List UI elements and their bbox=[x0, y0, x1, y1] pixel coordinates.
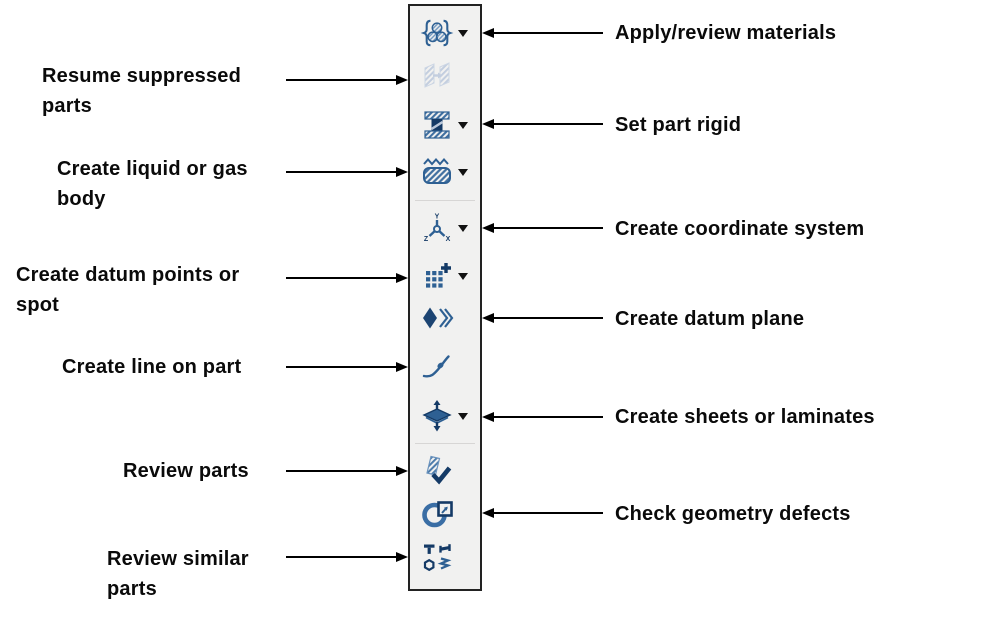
dropdown-arrow-icon[interactable] bbox=[458, 121, 468, 129]
check-geometry-defects-icon bbox=[420, 497, 454, 529]
annotation-arrow bbox=[286, 166, 408, 178]
sheets-laminates-icon bbox=[420, 400, 454, 432]
dropdown-arrow-icon[interactable] bbox=[458, 168, 468, 176]
annotation-arrow bbox=[482, 312, 603, 324]
dropdown-arrow-icon[interactable] bbox=[458, 272, 468, 280]
annotation-label-create-datum-points: Create datum points or spot bbox=[16, 264, 240, 316]
annotation-label-apply-review-materials: Apply/review materials bbox=[615, 22, 837, 44]
liquid-gas-body-icon bbox=[420, 156, 454, 188]
arrowhead-right-icon bbox=[396, 167, 408, 177]
annotation-label-create-coordinate-system: Create coordinate system bbox=[615, 218, 865, 240]
cad-toolbar: Y Z X bbox=[408, 4, 482, 591]
arrowhead-left-icon bbox=[482, 223, 494, 233]
line-on-part-icon bbox=[420, 350, 454, 382]
annotation-arrow bbox=[286, 74, 408, 86]
review-parts-icon bbox=[420, 454, 454, 486]
arrowhead-right-icon bbox=[396, 362, 408, 372]
arrowhead-right-icon bbox=[396, 466, 408, 476]
annotation-arrow bbox=[286, 361, 408, 373]
svg-text:X: X bbox=[446, 236, 451, 243]
arrowhead-left-icon bbox=[482, 28, 494, 38]
toolbar-button-set-part-rigid[interactable] bbox=[410, 109, 480, 141]
svg-text:Z: Z bbox=[424, 236, 429, 243]
annotation-arrow bbox=[482, 27, 603, 39]
toolbar-button-apply-review-materials[interactable] bbox=[410, 17, 480, 49]
annotation-arrow bbox=[482, 411, 603, 423]
annotation-label-resume-suppressed-parts: Resume suppressed parts bbox=[42, 65, 242, 117]
svg-text:Y: Y bbox=[435, 214, 440, 221]
materials-icon bbox=[420, 17, 454, 49]
toolbar-button-review-similar-parts[interactable] bbox=[410, 541, 480, 573]
arrowhead-left-icon bbox=[482, 313, 494, 323]
dropdown-arrow-icon[interactable] bbox=[458, 412, 468, 420]
review-similar-parts-icon bbox=[420, 541, 454, 573]
toolbar-separator bbox=[415, 443, 475, 444]
resume-suppressed-parts-icon bbox=[420, 59, 454, 91]
toolbar-button-create-line-on-part[interactable] bbox=[410, 350, 480, 382]
dropdown-arrow-icon[interactable] bbox=[458, 224, 468, 232]
annotation-label-create-liquid-gas-body: Create liquid or gas body bbox=[57, 158, 248, 210]
annotation-label-create-line-on-part: Create line on part bbox=[62, 356, 242, 378]
arrowhead-left-icon bbox=[482, 119, 494, 129]
toolbar-button-create-liquid-gas-body[interactable] bbox=[410, 156, 480, 188]
annotation-arrow bbox=[482, 118, 603, 130]
annotation-label-create-datum-plane: Create datum plane bbox=[615, 308, 805, 330]
annotation-arrow bbox=[286, 272, 408, 284]
dropdown-arrow-icon[interactable] bbox=[458, 29, 468, 37]
set-part-rigid-icon bbox=[420, 109, 454, 141]
toolbar-separator bbox=[415, 200, 475, 201]
annotation-arrow bbox=[482, 222, 603, 234]
toolbar-button-check-geometry-defects[interactable] bbox=[410, 497, 480, 529]
arrowhead-right-icon bbox=[396, 552, 408, 562]
annotation-label-review-similar-parts: Review similar parts bbox=[107, 548, 249, 600]
annotation-label-review-parts: Review parts bbox=[123, 460, 249, 482]
arrowhead-left-icon bbox=[482, 508, 494, 518]
annotation-label-create-sheets-laminates: Create sheets or laminates bbox=[615, 406, 875, 428]
toolbar-button-resume-suppressed-parts[interactable] bbox=[410, 59, 480, 91]
arrowhead-right-icon bbox=[396, 273, 408, 283]
toolbar-button-review-parts[interactable] bbox=[410, 454, 480, 486]
datum-points-icon bbox=[420, 260, 454, 292]
datum-plane-icon bbox=[420, 302, 454, 334]
coordinate-system-icon: Y Z X bbox=[420, 212, 454, 244]
arrowhead-left-icon bbox=[482, 412, 494, 422]
toolbar-button-create-datum-plane[interactable] bbox=[410, 302, 480, 334]
toolbar-button-create-sheets-laminates[interactable] bbox=[410, 400, 480, 432]
arrowhead-right-icon bbox=[396, 75, 408, 85]
annotation-arrow bbox=[482, 507, 603, 519]
annotation-arrow bbox=[286, 551, 408, 563]
annotation-arrow bbox=[286, 465, 408, 477]
annotation-label-set-part-rigid: Set part rigid bbox=[615, 114, 742, 136]
annotation-label-check-geometry-defects: Check geometry defects bbox=[615, 503, 851, 525]
toolbar-button-create-coordinate-system[interactable]: Y Z X bbox=[410, 212, 480, 244]
toolbar-button-create-datum-points[interactable] bbox=[410, 260, 480, 292]
